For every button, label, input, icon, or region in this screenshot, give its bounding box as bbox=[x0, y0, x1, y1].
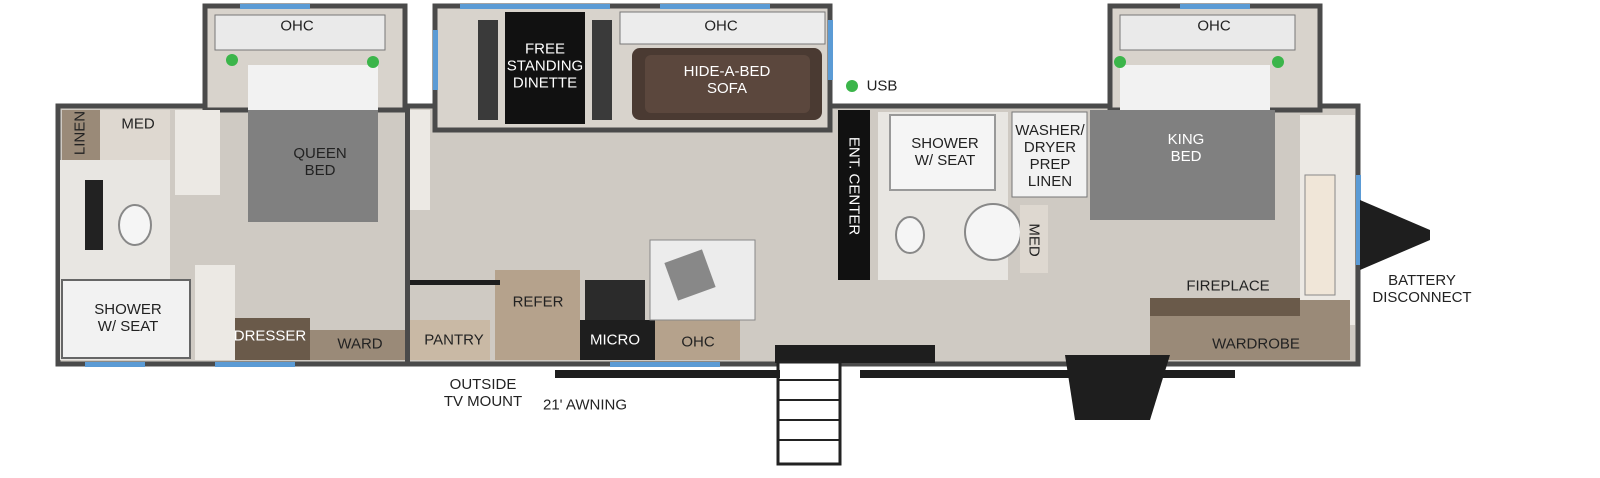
fireplace-label: FIREPLACE bbox=[1186, 277, 1270, 295]
step-treads bbox=[778, 379, 840, 441]
ohc-kitchen-label: OHC bbox=[681, 333, 715, 351]
front-ohc bbox=[1119, 14, 1296, 51]
pantry-label: PANTRY bbox=[424, 331, 484, 349]
rear-nightstand-left bbox=[175, 110, 220, 195]
rear-wall-divider bbox=[405, 106, 410, 364]
med-rear-label: MED bbox=[121, 115, 155, 133]
stove bbox=[585, 280, 645, 320]
rear-ohc bbox=[214, 14, 386, 51]
pantry-divider bbox=[410, 280, 500, 285]
sofa-label: HIDE-A-BED SOFA bbox=[683, 63, 771, 97]
king-bed-head bbox=[1120, 65, 1270, 110]
micro-cabinet bbox=[580, 320, 655, 360]
rear-med-cabinet bbox=[100, 110, 170, 160]
mid-sink bbox=[964, 203, 1022, 261]
outlet-markers bbox=[226, 54, 1284, 92]
kitchen-ohc bbox=[655, 320, 740, 360]
outside-tv-label: OUTSIDE TV MOUNT bbox=[443, 376, 523, 410]
rear-sink bbox=[85, 180, 103, 250]
linen-label: LINEN bbox=[71, 110, 89, 156]
ent-center-label: ENT. CENTER bbox=[845, 136, 863, 236]
windows bbox=[85, 4, 1361, 367]
ohc-rear-label: OHC bbox=[280, 17, 314, 35]
sofa-seat bbox=[645, 55, 810, 113]
awning-rail bbox=[555, 370, 780, 378]
ohc-front-label: OHC bbox=[1197, 17, 1231, 35]
rear-toilet bbox=[118, 204, 152, 246]
ward-rear-label: WARD bbox=[337, 335, 383, 353]
shower-rear-label: SHOWER W/ SEAT bbox=[94, 301, 162, 335]
front-hitch-steps bbox=[1065, 355, 1170, 420]
queen-bed-head bbox=[248, 65, 378, 110]
usb-label: USB bbox=[866, 77, 898, 95]
rear-wardrobe bbox=[310, 330, 405, 360]
king-bed-label: KING BED bbox=[1167, 131, 1205, 165]
entry-door bbox=[775, 345, 935, 363]
entry-steps bbox=[776, 360, 842, 466]
dinette-chairs-left bbox=[478, 20, 498, 120]
awning-rail-front bbox=[860, 370, 1235, 378]
slide-ohc bbox=[619, 11, 826, 45]
fireplace-unit bbox=[1304, 174, 1336, 296]
pantry-cabinet bbox=[410, 320, 490, 360]
rear-closet bbox=[195, 265, 235, 360]
washer-label: WASHER/ DRYER PREP LINEN bbox=[1015, 122, 1085, 190]
king-bed bbox=[1090, 110, 1275, 220]
ohc-slide-label: OHC bbox=[704, 17, 738, 35]
ent-center bbox=[838, 110, 870, 280]
med-mid-label: MED bbox=[1025, 223, 1043, 257]
awning-label: 21' AWNING bbox=[543, 396, 627, 414]
queen-bed-label: QUEEN BED bbox=[293, 145, 347, 179]
dinette-chairs-right bbox=[592, 20, 612, 120]
mid-shower bbox=[889, 114, 996, 191]
pin-box bbox=[1360, 200, 1430, 270]
front-dresser-top bbox=[1150, 298, 1300, 316]
dresser-label: DRESSER bbox=[233, 327, 307, 345]
dresser-cabinet bbox=[228, 318, 310, 360]
queen-bed bbox=[248, 110, 378, 222]
mid-med-cabinet bbox=[1020, 205, 1048, 273]
washer-dryer bbox=[1011, 111, 1088, 198]
battery-label: BATTERY DISCONNECT bbox=[1372, 272, 1472, 306]
rear-shower bbox=[61, 279, 191, 359]
micro-label: MICRO bbox=[590, 331, 640, 349]
wardrobe-label: WARDROBE bbox=[1212, 335, 1300, 353]
refer-cabinet bbox=[495, 270, 580, 360]
dinette-label: FREE STANDING DINETTE bbox=[506, 40, 584, 92]
refer-label: REFER bbox=[512, 293, 564, 311]
kitchen-sink bbox=[664, 249, 716, 301]
dinette-table bbox=[505, 12, 585, 124]
shower-mid-label: SHOWER W/ SEAT bbox=[911, 135, 979, 169]
rear-linen-cabinet bbox=[62, 110, 100, 160]
mid-toilet bbox=[895, 216, 925, 254]
